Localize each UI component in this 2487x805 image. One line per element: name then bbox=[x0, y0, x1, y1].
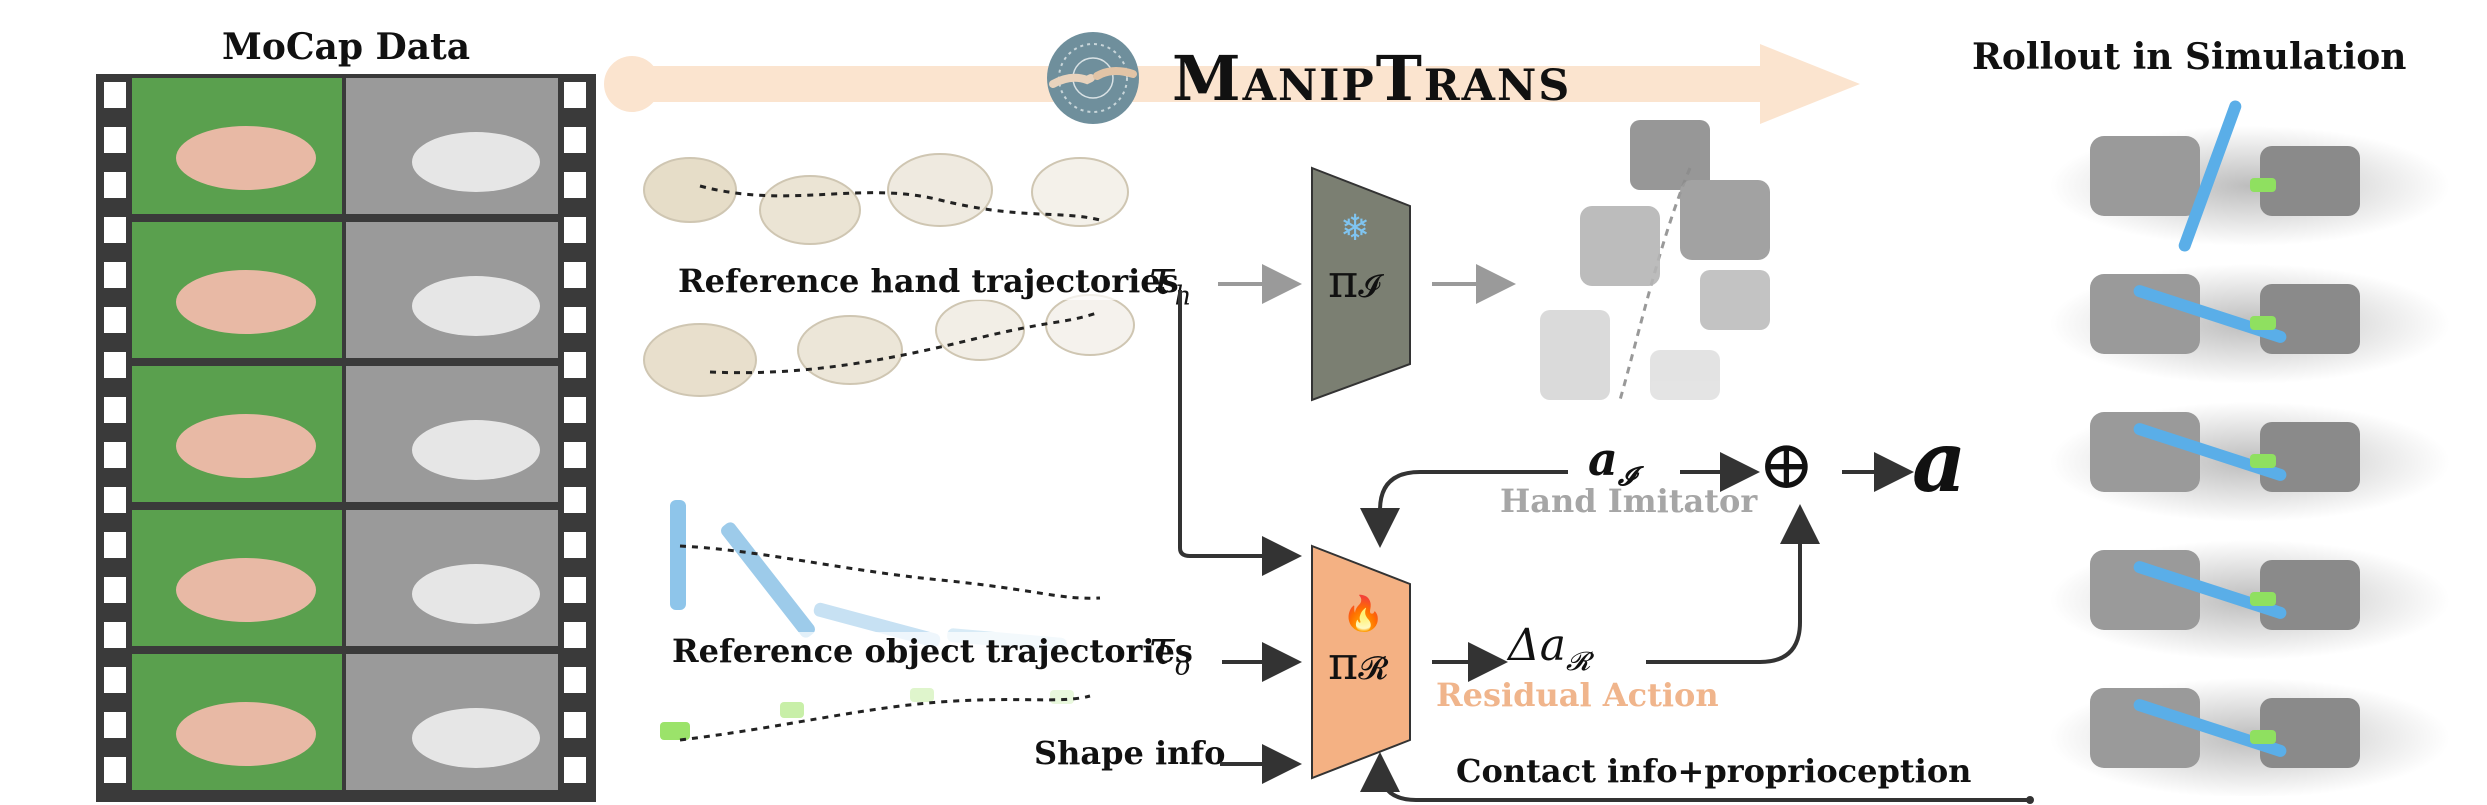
brand-logo-icon bbox=[1047, 32, 1139, 124]
pi-residual-sub: 𝓡 bbox=[1358, 649, 1389, 687]
mocap-hand bbox=[176, 558, 316, 622]
rollout-marker-cap bbox=[2250, 454, 2276, 468]
film-sprocket-hole bbox=[564, 82, 586, 108]
film-sprocket-hole bbox=[104, 757, 126, 783]
rollout-marker bbox=[2133, 285, 2287, 343]
shape-info-label: Shape info bbox=[1034, 734, 1226, 772]
delta-a-sub: 𝓡 bbox=[1566, 646, 1591, 677]
film-sprocket-hole bbox=[104, 487, 126, 513]
a-imitator-symbol: a𝓘 bbox=[1588, 432, 1635, 493]
film-sprocket-hole bbox=[104, 307, 126, 333]
mocap-hand bbox=[176, 414, 316, 478]
rollout-robot-hand bbox=[2260, 146, 2360, 216]
pi-imitator-label: π𝓘 bbox=[1328, 254, 1380, 308]
mocap-render-hand bbox=[412, 276, 540, 336]
tau-o-symbol: τo bbox=[1148, 620, 1190, 682]
snowflake-icon: ❄ bbox=[1340, 208, 1371, 249]
ref-object-label: Reference object trajectories bbox=[672, 632, 1193, 670]
mocap-render-hand bbox=[412, 564, 540, 624]
rollout-robot-hand bbox=[2090, 136, 2200, 216]
mocap-render-hand bbox=[412, 420, 540, 480]
film-sprocket-hole bbox=[564, 442, 586, 468]
rollout-marker bbox=[2133, 423, 2287, 481]
mocap-render-hand bbox=[412, 708, 540, 768]
film-sprocket-hole bbox=[104, 127, 126, 153]
reference-object-images bbox=[660, 500, 1101, 742]
film-strip-graphics bbox=[104, 78, 586, 790]
film-sprocket-hole bbox=[564, 532, 586, 558]
tau-h-glyph: τ bbox=[1148, 250, 1175, 306]
pi-residual-glyph: π bbox=[1328, 636, 1359, 690]
film-sprocket-hole bbox=[564, 577, 586, 603]
film-sprocket-hole bbox=[104, 352, 126, 378]
film-sprocket-hole bbox=[104, 172, 126, 198]
residual-action-label: Residual Action bbox=[1436, 676, 1719, 714]
film-sprocket-hole bbox=[104, 397, 126, 423]
film-sprocket-hole bbox=[104, 667, 126, 693]
output-action-symbol: a bbox=[1912, 412, 1967, 511]
tau-h-symbol: τh bbox=[1148, 250, 1191, 312]
fire-icon: 🔥 bbox=[1342, 594, 1385, 634]
film-sprocket-hole bbox=[104, 712, 126, 738]
mocap-hand bbox=[176, 702, 316, 766]
delta-a-glyph: Δa bbox=[1508, 620, 1567, 671]
mocap-title: MoCap Data bbox=[222, 26, 471, 68]
banner-arrow bbox=[604, 44, 1860, 124]
a-imitator-glyph: a bbox=[1588, 432, 1618, 486]
film-sprocket-hole bbox=[564, 397, 586, 423]
film-sprocket-hole bbox=[564, 307, 586, 333]
film-sprocket-hole bbox=[564, 262, 586, 288]
film-sprocket-hole bbox=[564, 622, 586, 648]
film-sprocket-hole bbox=[564, 217, 586, 243]
pi-residual-label: π𝓡 bbox=[1328, 636, 1388, 690]
film-sprocket-hole bbox=[564, 127, 586, 153]
reference-hand-images bbox=[643, 153, 1135, 397]
brand-title: ManipTrans bbox=[1172, 42, 1572, 115]
film-sprocket-hole bbox=[104, 622, 126, 648]
rollout-robot-hand bbox=[2090, 688, 2200, 768]
mocap-hand bbox=[176, 270, 316, 334]
imitator-hands-image bbox=[1540, 120, 1770, 400]
tau-o-sub: o bbox=[1174, 651, 1191, 682]
rollout-robot-hand bbox=[2090, 412, 2200, 492]
film-sprocket-hole bbox=[104, 532, 126, 558]
rollout-marker bbox=[2133, 699, 2287, 757]
film-sprocket-hole bbox=[104, 262, 126, 288]
ref-hand-label: Reference hand trajectories bbox=[678, 262, 1179, 300]
rollout-marker bbox=[2178, 100, 2242, 252]
tau-o-glyph: τ bbox=[1148, 620, 1175, 676]
film-sprocket-hole bbox=[564, 667, 586, 693]
rollout-marker-cap bbox=[2250, 178, 2276, 192]
rollout-marker-cap bbox=[2250, 730, 2276, 744]
rollout-robot-hand bbox=[2090, 274, 2200, 354]
pi-imitator-glyph: π bbox=[1328, 254, 1359, 308]
contact-info-label: Contact info+proprioception bbox=[1456, 752, 1972, 790]
mocap-hand bbox=[176, 126, 316, 190]
film-sprocket-hole bbox=[564, 487, 586, 513]
film-sprocket-hole bbox=[104, 217, 126, 243]
mocap-render-hand bbox=[412, 132, 540, 192]
hand-imitator-label: Hand Imitator bbox=[1500, 482, 1758, 520]
film-strip bbox=[96, 74, 596, 802]
film-sprocket-hole bbox=[564, 712, 586, 738]
rollout-marker-cap bbox=[2250, 592, 2276, 606]
rollout-robot-hand bbox=[2090, 550, 2200, 630]
film-sprocket-hole bbox=[564, 757, 586, 783]
rollout-title: Rollout in Simulation bbox=[1972, 36, 2407, 78]
film-sprocket-hole bbox=[104, 82, 126, 108]
film-sprocket-hole bbox=[564, 172, 586, 198]
sum-operator: ⊕ bbox=[1758, 426, 1815, 505]
delta-a-residual-symbol: Δa𝓡 bbox=[1508, 620, 1590, 678]
a-imitator-sub: 𝓘 bbox=[1617, 462, 1636, 493]
tau-h-sub: h bbox=[1174, 281, 1192, 312]
film-sprocket-hole bbox=[104, 577, 126, 603]
film-sprocket-hole bbox=[104, 442, 126, 468]
rollout-frames-image bbox=[2050, 100, 2450, 796]
film-sprocket-hole bbox=[564, 352, 586, 378]
rollout-marker-cap bbox=[2250, 316, 2276, 330]
pi-imitator-sub: 𝓘 bbox=[1358, 267, 1380, 305]
rollout-marker bbox=[2133, 561, 2287, 619]
